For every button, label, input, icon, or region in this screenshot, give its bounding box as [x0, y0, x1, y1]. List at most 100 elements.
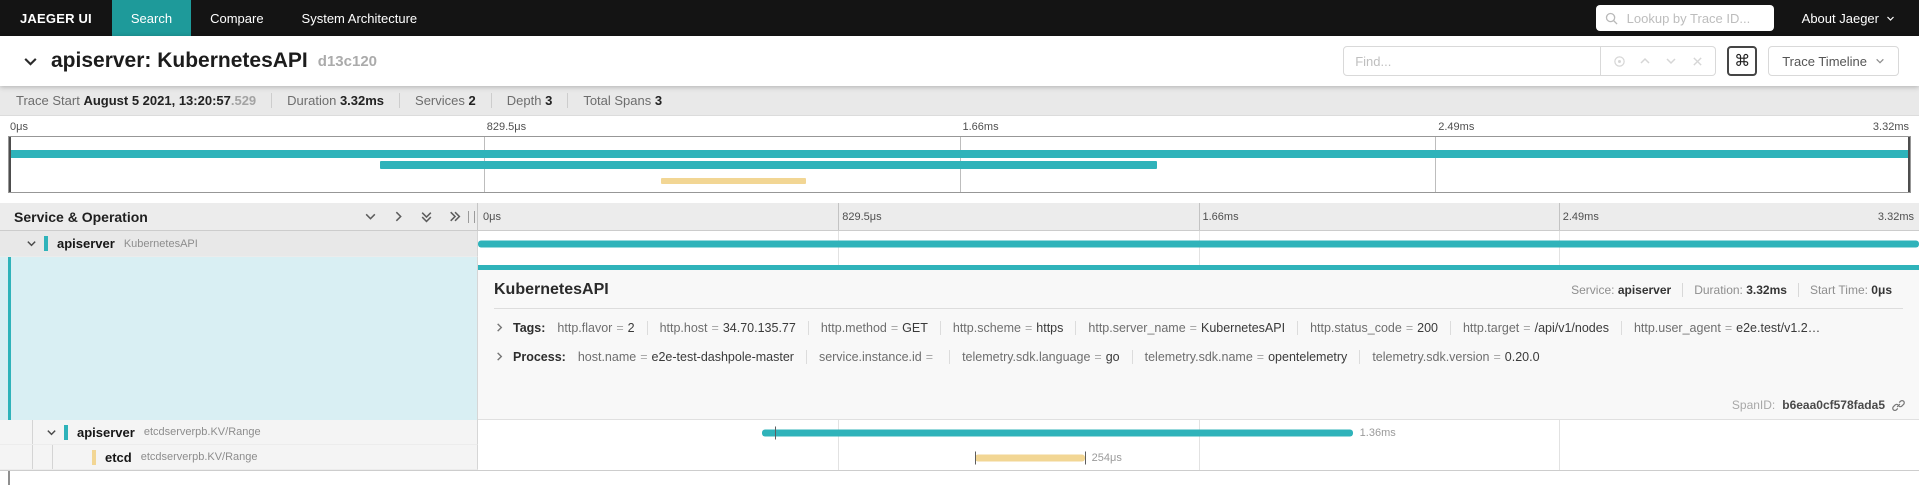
process-key: service.instance.id — [818, 349, 922, 364]
collapse-trace-chevron-icon[interactable] — [22, 53, 39, 70]
tag-value: /api/v1/nodes — [1534, 320, 1609, 335]
service-name: apiserver — [77, 424, 135, 440]
chevron-right-icon[interactable] — [494, 322, 505, 333]
tags-list: http.flavor=2 http.host=34.70.135.77 htt… — [555, 320, 1832, 335]
keyboard-shortcuts-button[interactable]: ⌘ — [1727, 46, 1758, 76]
next-result-icon[interactable] — [1658, 55, 1684, 67]
tag-key: http.scheme — [952, 320, 1021, 335]
nav-tab-system-architecture[interactable]: System Architecture — [301, 10, 418, 26]
summary-value: 3.32ms — [339, 93, 385, 108]
process-item: telemetry.sdk.name=opentelemetry — [1131, 349, 1360, 364]
tag-key: http.target — [1462, 320, 1520, 335]
minimap-left-scrubber[interactable] — [9, 137, 11, 192]
trace-lookup-input[interactable] — [1624, 9, 1765, 27]
trace-view-selector[interactable]: Trace Timeline — [1768, 46, 1899, 76]
prev-result-icon[interactable] — [1632, 55, 1658, 67]
ruler-tick-label: 2.49ms — [1562, 211, 1599, 223]
equals-sign: = — [1094, 349, 1102, 364]
tree-guide-remnant — [8, 471, 10, 485]
nav-tab-compare[interactable]: Compare — [210, 10, 264, 26]
ruler-tick-label: 829.5μs — [842, 211, 882, 223]
clear-search-icon[interactable] — [1684, 56, 1710, 67]
tag-item: http.status_code=200 — [1297, 320, 1450, 335]
summary-depth: Depth 3 — [490, 93, 568, 108]
minimap-right-scrubber[interactable] — [1908, 137, 1910, 192]
span-rows: apiserver KubernetesAPI KubernetesAPI Se… — [0, 231, 1919, 470]
span-tick — [975, 451, 977, 464]
ruler-tick-label: 1.66ms — [1202, 211, 1239, 223]
summary-label: Depth — [506, 93, 542, 108]
ruler-tick-line — [838, 203, 840, 230]
tag-item: http.host=34.70.135.77 — [646, 320, 808, 335]
span-row-leaf: etcd etcdserverpb.KV/Range 254μs — [0, 445, 1919, 470]
summary-value: 3 — [654, 93, 663, 108]
span-name-cell-leaf[interactable]: etcd etcdserverpb.KV/Range — [0, 445, 478, 470]
minimap-tick: 1.66ms — [962, 121, 999, 133]
summary-label: Trace Start — [16, 93, 80, 108]
tree-guide-line — [52, 445, 53, 469]
deep-link-icon[interactable] — [1892, 399, 1905, 412]
collapse-one-icon[interactable] — [364, 210, 377, 223]
chevron-down-icon[interactable] — [26, 238, 37, 249]
minimap-canvas[interactable] — [8, 136, 1911, 193]
span-timeline-cell-leaf[interactable]: 254μs — [478, 445, 1919, 470]
equals-sign: = — [1523, 320, 1531, 335]
process-key: telemetry.sdk.version — [1372, 349, 1490, 364]
minimap-tick: 3.32ms — [1872, 121, 1909, 133]
process-value: opentelemetry — [1268, 349, 1348, 364]
minimap-span-root — [9, 150, 1910, 158]
trace-view-selector-label: Trace Timeline — [1782, 53, 1867, 69]
process-key: telemetry.sdk.name — [1144, 349, 1253, 364]
tags-row: Tags: http.flavor=2 http.host=34.70.135.… — [494, 317, 1903, 338]
expand-one-icon[interactable] — [392, 210, 405, 223]
timeline-header-row: Service & Operation 0μs 829.5μs 1.66ms 2… — [0, 203, 1919, 231]
span-name-cell-child[interactable]: apiserver etcdserverpb.KV/Range — [0, 420, 478, 445]
span-timeline-cell-root[interactable] — [478, 231, 1919, 257]
chevron-right-icon[interactable] — [494, 351, 505, 362]
tag-value: 2 — [627, 320, 635, 335]
span-timeline-cell-child[interactable]: 1.36ms — [478, 420, 1919, 445]
process-label[interactable]: Process: — [513, 349, 566, 364]
span-name-cell-root[interactable]: apiserver KubernetesAPI — [0, 231, 478, 257]
trace-lookup[interactable] — [1595, 5, 1774, 31]
find-input[interactable] — [1343, 46, 1602, 76]
operation-name: etcdserverpb.KV/Range — [140, 451, 258, 463]
app-brand[interactable]: JAEGER UI — [20, 10, 92, 26]
span-bar[interactable] — [975, 454, 1085, 461]
expand-all-icon[interactable] — [448, 210, 461, 223]
span-row-child: apiserver etcdserverpb.KV/Range 1.36ms — [0, 420, 1919, 445]
minimap-span-grandchild — [661, 178, 806, 184]
tag-value: KubernetesAPI — [1200, 320, 1286, 335]
span-operation-title[interactable]: KubernetesAPI — [494, 281, 609, 298]
nav-spacer — [436, 0, 1596, 36]
span-id-label: SpanID: — [1731, 398, 1776, 412]
focus-match-icon[interactable] — [1606, 55, 1632, 68]
process-value: 0.20.0 — [1504, 349, 1540, 364]
chevron-down-icon[interactable] — [46, 427, 57, 438]
about-jaeger-menu[interactable]: About Jaeger — [1802, 0, 1919, 36]
tag-item: http.flavor=2 — [555, 321, 646, 335]
search-icon — [1605, 12, 1618, 25]
nav-tab-search[interactable]: Search — [111, 0, 192, 36]
tags-label[interactable]: Tags: — [513, 320, 546, 335]
process-key: telemetry.sdk.language — [962, 349, 1091, 364]
equals-sign: = — [1024, 320, 1033, 335]
collapse-all-icon[interactable] — [420, 210, 433, 223]
span-service-value: apiserver — [1617, 283, 1672, 297]
span-tick — [1084, 451, 1086, 464]
span-bar[interactable] — [761, 429, 1353, 436]
chevron-down-icon — [1875, 56, 1885, 66]
span-bar[interactable] — [478, 240, 1919, 248]
column-resizer-handle[interactable] — [468, 211, 475, 223]
span-start-time: Start Time: 0μs — [1797, 283, 1903, 297]
span-detail-row: KubernetesAPI Service: apiserver Duratio… — [0, 257, 1919, 420]
tag-key: http.method — [820, 320, 887, 335]
service-name: etcd — [105, 449, 132, 465]
top-navbar: JAEGER UI Search Compare System Architec… — [0, 0, 1919, 36]
timeline-bottom-strip — [0, 470, 1919, 488]
span-detail-tree-offset[interactable] — [0, 257, 478, 420]
span-start-label: Start Time: — [1809, 283, 1868, 297]
process-value: e2e-test-dashpole-master — [651, 349, 794, 364]
span-detail-meta: Service: apiserver Duration: 3.32ms Star… — [1560, 283, 1903, 297]
panel-divider — [494, 308, 1903, 309]
